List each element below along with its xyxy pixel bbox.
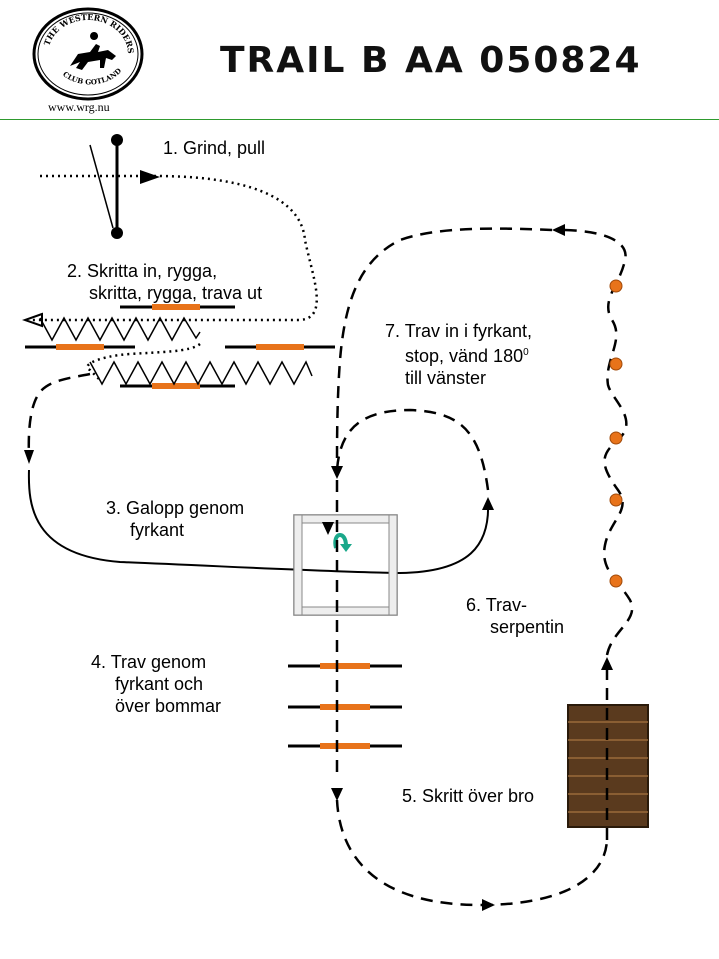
obstacle-6-line1: 6. Trav- bbox=[466, 595, 528, 615]
obstacle-5-line1: 5. Skritt över bro bbox=[402, 786, 535, 806]
route-arrow-bottom bbox=[482, 899, 495, 911]
serpentine-cones bbox=[609, 279, 623, 588]
club-logo: THE WESTERN RIDERS CLUB GOTLAND bbox=[32, 7, 144, 101]
obstacle-4-line1: 4. Trav genom bbox=[91, 652, 207, 672]
obstacle-7-degree: 0 bbox=[523, 347, 529, 358]
backup-zigzag-2 bbox=[89, 360, 313, 386]
box-square bbox=[293, 514, 398, 616]
header-divider bbox=[0, 119, 719, 120]
route-arrow-bridge-up bbox=[601, 657, 613, 670]
obstacle-4-line3: över bommar bbox=[115, 696, 222, 716]
page-title: TRAIL B AA 050824 bbox=[220, 40, 642, 81]
route-gate-to-backup bbox=[30, 174, 318, 322]
route-trot-out bbox=[27, 372, 91, 459]
route-arrow-lope bbox=[482, 497, 494, 510]
backup-zigzag-1 bbox=[39, 316, 201, 342]
route-arrow-stop bbox=[322, 522, 334, 535]
gate-obstacle bbox=[89, 134, 123, 239]
turn-arrow bbox=[333, 533, 348, 549]
route-arrow-box bbox=[331, 466, 343, 479]
obstacle-1-label: 1. Grind, pull bbox=[163, 137, 265, 159]
obstacle-2-line2: skritta, rygga, trava ut bbox=[89, 283, 263, 303]
bridge-obstacle bbox=[567, 704, 649, 828]
obstacle-3-line1: 3. Galopp genom bbox=[106, 498, 245, 518]
route-serpentine bbox=[559, 228, 634, 656]
route-lope bbox=[27, 469, 490, 575]
route-trot-to-box bbox=[335, 408, 490, 491]
obstacle-4-label: 4. Trav genom fyrkant och över bommar bbox=[91, 651, 221, 717]
obstacle-2-label: 2. Skritta in, rygga, skritta, rygga, tr… bbox=[67, 260, 262, 304]
obstacle-4-line2: fyrkant och bbox=[115, 674, 204, 694]
route-to-bridge bbox=[335, 799, 609, 907]
route-arrow-poles bbox=[331, 788, 343, 801]
route-arrow-gate bbox=[140, 170, 160, 184]
header: THE WESTERN RIDERS CLUB GOTLAND www.wrg.… bbox=[0, 0, 719, 121]
obstacle-7-label: 7. Trav in i fyrkant, stop, vänd 1800 ti… bbox=[385, 320, 532, 389]
obstacle-1-line1: 1. Grind, pull bbox=[163, 138, 266, 158]
obstacle-7-line2: stop, vänd 180 bbox=[405, 346, 524, 366]
rider-silhouette bbox=[70, 32, 116, 70]
route-arrow-backup bbox=[21, 312, 43, 328]
obstacle-6-label: 6. Trav- serpentin bbox=[466, 594, 564, 638]
route-link-down bbox=[86, 342, 201, 381]
obstacle-7-line1: 7. Trav in i fyrkant, bbox=[385, 321, 533, 341]
obstacle-7-line3: till vänster bbox=[405, 368, 487, 388]
obstacle-5-label: 5. Skritt över bro bbox=[402, 785, 534, 807]
route-top-to-box bbox=[335, 227, 553, 471]
backup-poles bbox=[25, 304, 335, 389]
obstacle-6-line2: serpentin bbox=[490, 617, 565, 637]
route-arrow-trot-out bbox=[24, 450, 34, 464]
obstacle-7-line2-wrap: stop, vänd 1800 bbox=[385, 342, 532, 367]
obstacle-3-label: 3. Galopp genom fyrkant bbox=[106, 497, 244, 541]
turn-arrow-head bbox=[340, 544, 352, 552]
obstacle-3-line2: fyrkant bbox=[130, 520, 185, 540]
ground-poles bbox=[288, 663, 402, 749]
obstacle-2-line1: 2. Skritta in, rygga, bbox=[67, 261, 218, 281]
route-arrow-top bbox=[552, 224, 565, 236]
website-url: www.wrg.nu bbox=[48, 100, 110, 114]
